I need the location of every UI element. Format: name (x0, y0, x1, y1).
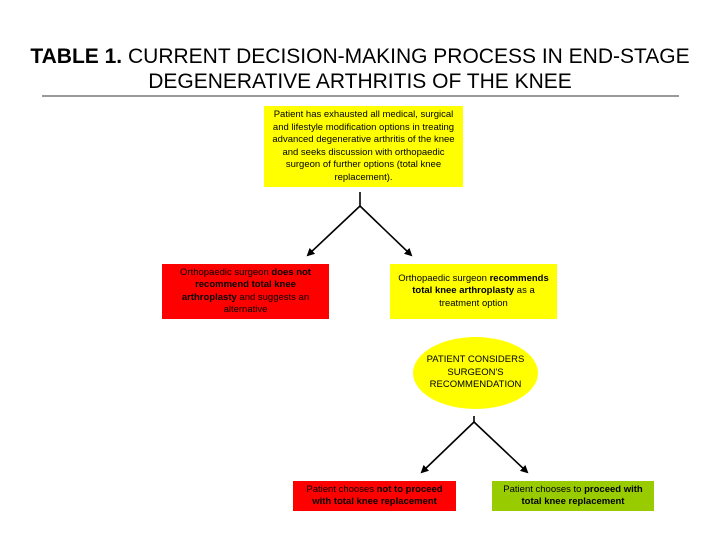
title-line-1: CURRENT DECISION-MAKING PROCESS IN END-S… (128, 45, 690, 68)
node-not-recommend-bold: does not recommend total knee arthroplas… (181, 266, 311, 303)
node-not-recommend-text: Orthopaedic surgeon does not recommend t… (168, 267, 323, 317)
node-not-recommend-post: and suggests an alternative (223, 291, 310, 316)
node-recommend-post: as a treatment option (439, 285, 535, 309)
arrow-to-recommend (359, 205, 413, 257)
node-recommend-bold: recommends total knee arthroplasty (412, 272, 549, 297)
title-label: TABLE 1. (30, 45, 123, 68)
node-choose-not-bold: not to proceed with total knee replaceme… (312, 483, 443, 508)
node-considers: PATIENT CONSIDERS SURGEON'S RECOMMENDATI… (413, 337, 538, 409)
node-not-recommend: Orthopaedic surgeon does not recommend t… (162, 264, 329, 319)
node-not-recommend-pre: Orthopaedic surgeon (180, 266, 272, 278)
node-considers-text: PATIENT CONSIDERS SURGEON'S RECOMMENDATI… (426, 354, 525, 391)
arrow-to-choose-proceed (473, 421, 529, 474)
node-recommend: Orthopaedic surgeon recommends total kne… (390, 264, 557, 319)
arrow-to-choose-not (420, 421, 475, 474)
node-choose-proceed-text: Patient chooses to proceed with total kn… (498, 484, 648, 509)
node-choose-proceed-bold: proceed with total knee replacement (521, 483, 643, 508)
node-recommend-text: Orthopaedic surgeon recommends total kne… (396, 273, 551, 311)
diagram-title: TABLE 1. CURRENT DECISION-MAKING PROCESS… (20, 44, 700, 94)
node-start-text: Patient has exhausted all medical, surgi… (272, 109, 455, 183)
node-recommend-pre: Orthopaedic surgeon (398, 272, 490, 284)
title-divider (42, 95, 679, 97)
title-line-2: DEGENERATIVE ARTHRITIS OF THE KNEE (148, 70, 572, 93)
arrow-to-not-recommend (306, 205, 361, 257)
node-choose-not: Patient chooses not to proceed with tota… (293, 481, 456, 511)
node-choose-not-text: Patient chooses not to proceed with tota… (299, 484, 450, 509)
node-choose-proceed-pre: Patient chooses to (503, 483, 585, 495)
node-choose-not-pre: Patient chooses (306, 483, 377, 495)
node-start: Patient has exhausted all medical, surgi… (264, 106, 463, 187)
node-choose-proceed: Patient chooses to proceed with total kn… (492, 481, 654, 511)
